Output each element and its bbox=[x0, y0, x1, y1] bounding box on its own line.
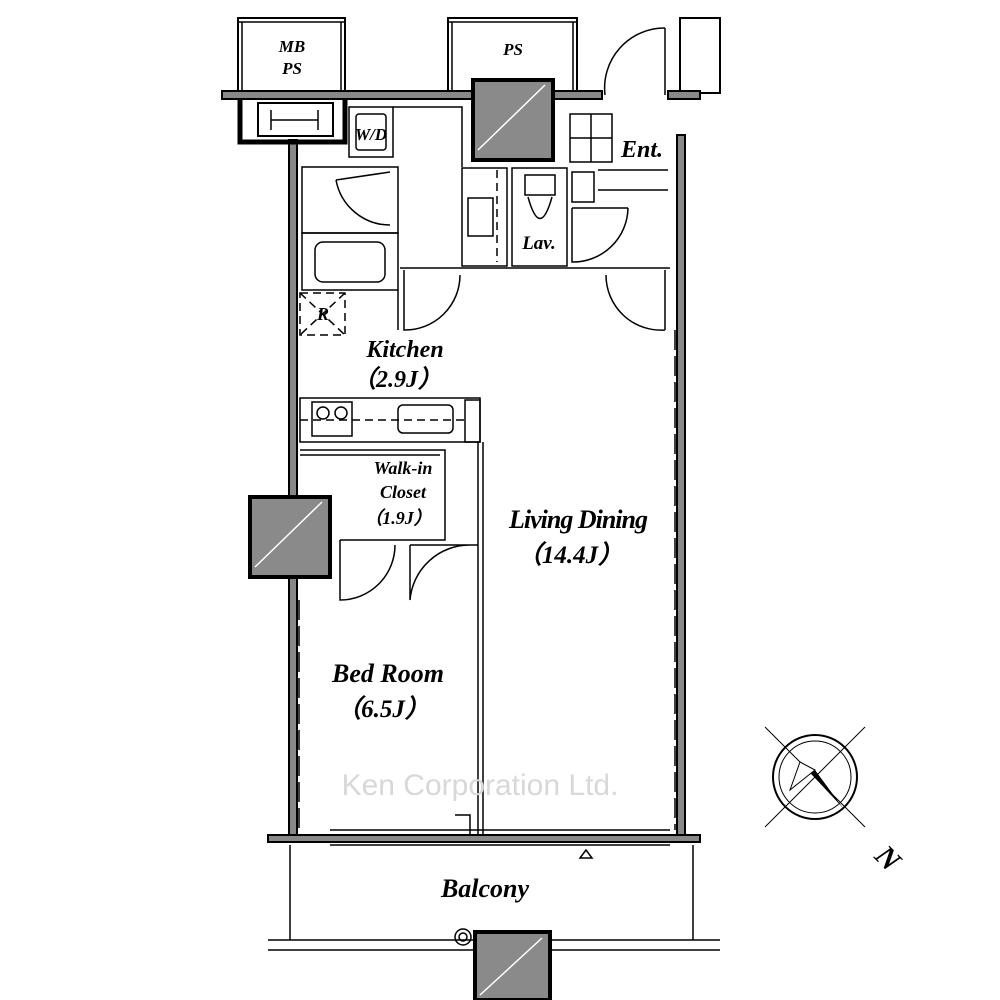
ps-label: PS bbox=[502, 40, 523, 59]
living-dining-label: Living Dining bbox=[508, 505, 648, 534]
kitchen-counter bbox=[299, 397, 481, 443]
closet-label-1: Walk-in bbox=[374, 458, 433, 478]
mb-ps-shaft bbox=[237, 17, 346, 94]
closet-size: （1.9J） bbox=[364, 508, 432, 528]
refrigerator-label: R bbox=[316, 304, 329, 324]
closet-partition bbox=[300, 442, 484, 835]
windows bbox=[298, 330, 676, 859]
interior-partitions bbox=[301, 106, 670, 331]
refrigerator-space bbox=[299, 292, 346, 336]
kitchen-size: （2.9J） bbox=[352, 365, 442, 393]
entrance-door bbox=[603, 27, 666, 96]
balcony-area bbox=[268, 845, 720, 951]
pillar-balcony bbox=[473, 930, 552, 1000]
mb-label: MB bbox=[278, 37, 305, 56]
compass-icon bbox=[764, 726, 866, 828]
washer-dryer-label: W/D bbox=[355, 125, 387, 144]
watermark: Ken Corporation Ltd. bbox=[342, 769, 619, 802]
bed-room-label: Bed Room bbox=[331, 659, 444, 688]
pillar-left bbox=[248, 495, 332, 579]
balcony-label: Balcony bbox=[440, 874, 530, 903]
pillar-top bbox=[471, 78, 555, 162]
closet-label-2: Closet bbox=[380, 482, 427, 502]
neighbor-shaft bbox=[679, 17, 721, 94]
compass-north-label: N bbox=[868, 838, 908, 878]
mb-ps-label: PS bbox=[281, 59, 302, 78]
lavatory-label: Lav. bbox=[521, 233, 556, 254]
entrance-label: Ent. bbox=[620, 137, 663, 163]
exterior-walls bbox=[221, 90, 701, 843]
kitchen-label: Kitchen bbox=[365, 337, 443, 363]
bed-room-size: （6.5J） bbox=[336, 695, 430, 723]
living-dining-size: （14.4J） bbox=[517, 541, 623, 569]
